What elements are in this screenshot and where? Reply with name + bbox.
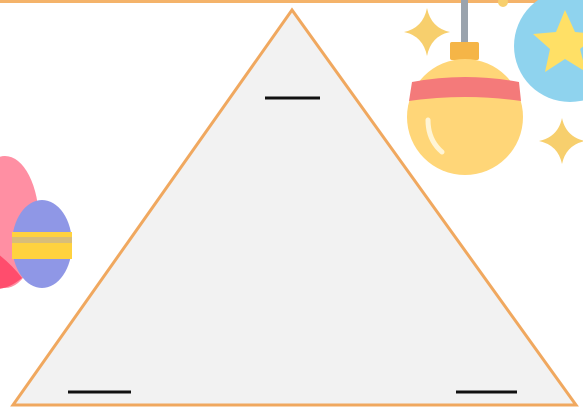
easter-eggs-icon <box>0 156 72 289</box>
blue-star-ornament-icon <box>514 0 583 102</box>
top-border <box>0 0 583 3</box>
